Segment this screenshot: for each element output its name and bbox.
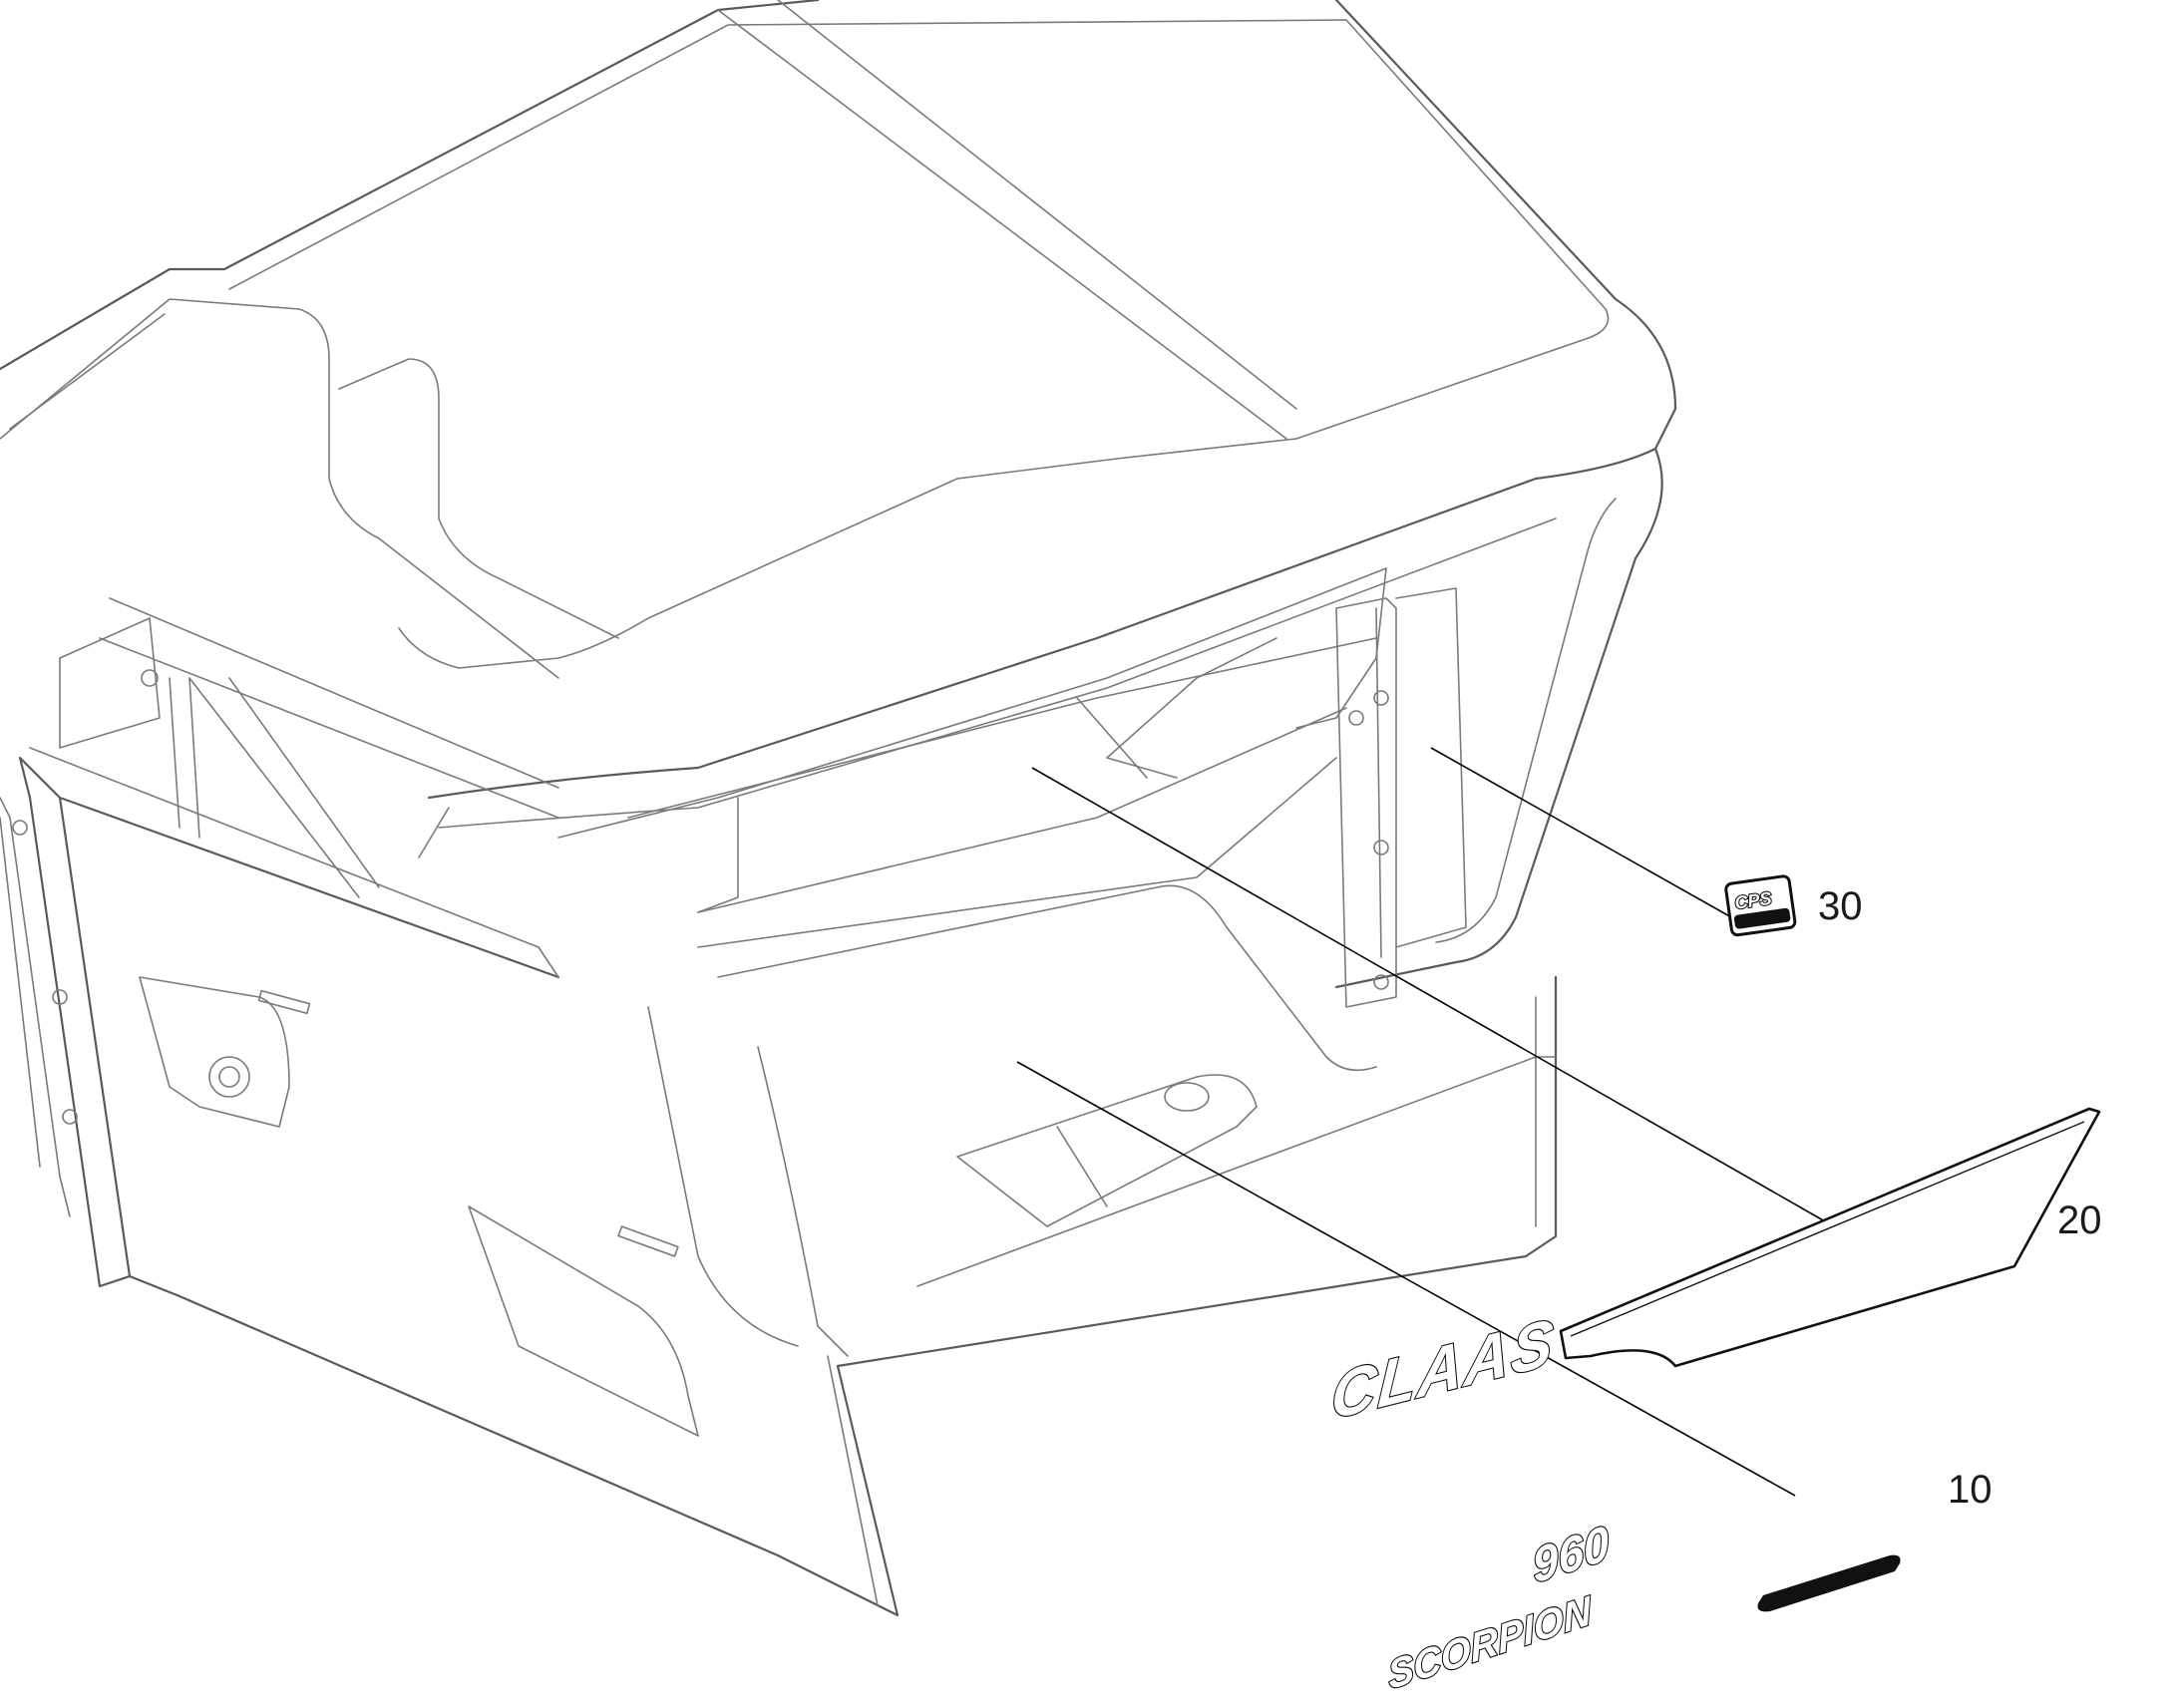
cps-badge-decal-icon: CPS bbox=[1724, 874, 1797, 937]
leader-line-20 bbox=[1031, 767, 1826, 1222]
scorpion-960-decal-icon: 960 SCORPION bbox=[1385, 1515, 1901, 1700]
leader-line-30 bbox=[1430, 747, 1741, 923]
decal-20-text: CLAAS bbox=[1329, 1304, 1558, 1434]
callout-label-10: 10 bbox=[1948, 1468, 1993, 1512]
cab-body-drawing bbox=[0, 0, 1677, 1617]
callout-label-30: 30 bbox=[1818, 884, 1863, 928]
decal-10-number: 960 bbox=[1530, 1516, 1612, 1594]
decal-10-text: SCORPION bbox=[1386, 1586, 1594, 1698]
leader-lines bbox=[1016, 747, 1826, 1497]
leader-line-10 bbox=[1016, 1061, 1796, 1497]
callout-label-20: 20 bbox=[2057, 1198, 2102, 1242]
